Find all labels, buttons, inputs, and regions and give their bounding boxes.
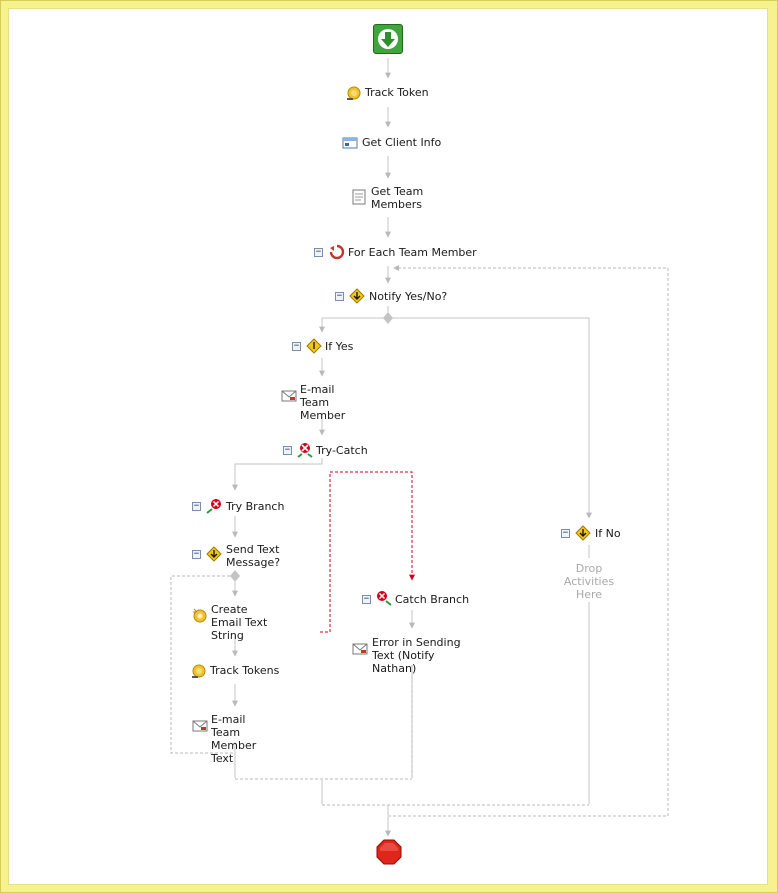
loop-return-arrowhead xyxy=(393,265,399,271)
activity-try-branch[interactable]: Try Branch xyxy=(226,500,285,513)
email-icon xyxy=(281,388,297,404)
collapse-toggle[interactable]: − xyxy=(362,594,371,604)
activity-try-catch[interactable]: Try-Catch xyxy=(316,444,368,457)
activity-email-team-member-text[interactable]: E-mail Team Member Text xyxy=(211,713,257,765)
foreach-loop-border xyxy=(389,267,669,817)
document-list-icon xyxy=(351,189,367,205)
activity-track-tokens[interactable]: Track Tokens xyxy=(210,664,280,677)
loop-icon xyxy=(329,244,345,260)
email-icon xyxy=(192,718,208,734)
collapse-toggle[interactable]: − xyxy=(561,528,570,538)
collapse-toggle[interactable]: − xyxy=(292,341,301,351)
collapse-toggle[interactable]: − xyxy=(283,445,292,455)
form-window-icon xyxy=(342,135,358,151)
activity-if-no[interactable]: If No xyxy=(595,527,621,540)
try-catch-icon xyxy=(297,442,313,458)
collapse-toggle[interactable]: − xyxy=(192,549,201,559)
collapse-toggle[interactable]: − xyxy=(314,247,323,257)
activity-track-token[interactable]: Track Token xyxy=(365,86,429,99)
token-coin-icon xyxy=(191,663,207,679)
connector xyxy=(319,317,388,333)
token-coin-icon xyxy=(346,85,362,101)
arrow-down-icon xyxy=(378,29,398,49)
activity-send-text-message[interactable]: Send Text Message? xyxy=(226,543,281,569)
activity-for-each-team-member[interactable]: For Each Team Member xyxy=(348,246,477,259)
drop-activities-placeholder[interactable]: Drop Activities Here xyxy=(563,562,615,601)
email-icon xyxy=(352,641,368,657)
branch-diamond xyxy=(383,312,393,324)
activity-notify-yes-no[interactable]: Notify Yes/No? xyxy=(369,290,448,303)
decision-diamond-icon xyxy=(349,288,365,304)
activity-email-team-member[interactable]: E-mail Team Member xyxy=(300,383,346,422)
activity-catch-branch[interactable]: Catch Branch xyxy=(395,593,470,606)
decision-diamond-icon xyxy=(206,546,222,562)
branch-diamond xyxy=(230,570,240,582)
connector xyxy=(232,458,323,491)
stop-octagon-icon xyxy=(376,839,402,865)
fault-connector xyxy=(320,471,415,633)
activity-if-yes[interactable]: If Yes xyxy=(325,340,354,353)
sendtext-if-border xyxy=(170,575,235,754)
collapse-toggle[interactable]: − xyxy=(335,291,344,301)
activity-error-in-sending-text[interactable]: Error in Sending Text (Notify Nathan) xyxy=(372,636,461,675)
start-button[interactable] xyxy=(373,24,403,54)
catch-branch-icon xyxy=(376,590,392,606)
activity-get-client-info[interactable]: Get Client Info xyxy=(362,136,442,149)
branch-diamond-icon xyxy=(306,338,322,354)
decision-diamond-icon xyxy=(575,525,591,541)
workflow-canvas[interactable] xyxy=(8,8,768,885)
try-branch-icon xyxy=(206,498,222,514)
stop-button[interactable] xyxy=(376,839,402,865)
code-gear-icon xyxy=(192,607,208,623)
connector xyxy=(388,317,592,519)
activity-create-email-text-string[interactable]: Create Email Text String xyxy=(211,603,268,642)
activity-get-team-members[interactable]: Get Team Members xyxy=(371,185,424,211)
collapse-toggle[interactable]: − xyxy=(192,501,201,511)
